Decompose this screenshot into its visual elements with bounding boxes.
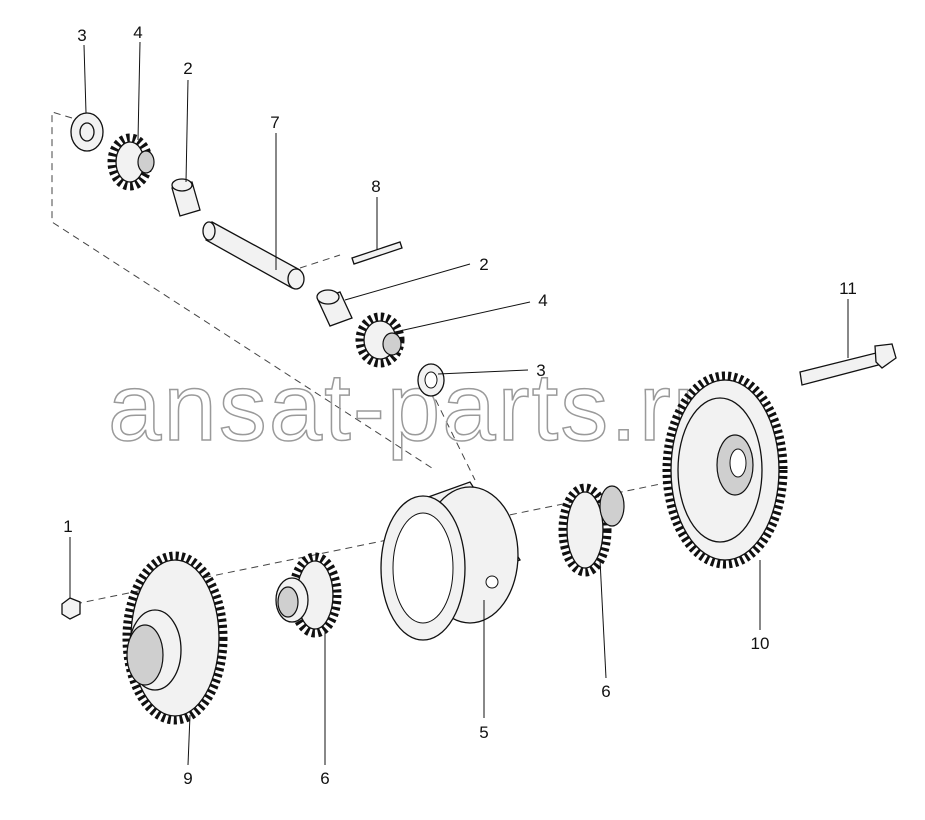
gear-part-9 bbox=[122, 551, 228, 725]
pin-part-8 bbox=[351, 241, 403, 265]
bolt-part-11 bbox=[799, 343, 897, 386]
bushing-part-2-top bbox=[171, 178, 201, 217]
ring-gear-part-10 bbox=[662, 371, 788, 569]
watermark: ansat-parts.ru bbox=[108, 354, 728, 461]
callout-6-left: 6 bbox=[320, 769, 329, 788]
callout-7: 7 bbox=[270, 113, 279, 132]
washer-part-3-mid bbox=[417, 363, 445, 397]
callout-5: 5 bbox=[479, 723, 488, 742]
differential-housing-part-5 bbox=[380, 481, 521, 641]
callout-10: 10 bbox=[751, 634, 770, 653]
pinion-gear-part-4-mid bbox=[355, 312, 405, 368]
callout-11: 11 bbox=[839, 279, 857, 298]
callout-1: 1 bbox=[63, 517, 72, 536]
callout-9: 9 bbox=[183, 769, 192, 788]
callout-3-mid: 3 bbox=[536, 361, 545, 380]
washer-part-3-top bbox=[70, 112, 104, 152]
callout-2-mid: 2 bbox=[479, 255, 488, 274]
callout-6-right: 6 bbox=[601, 682, 610, 701]
callout-3-top: 3 bbox=[77, 26, 86, 45]
side-gear-part-6-right bbox=[558, 483, 625, 577]
leader-lines bbox=[69, 41, 849, 766]
pinion-gear-part-4-top bbox=[107, 133, 155, 191]
callout-2-top: 2 bbox=[183, 59, 192, 78]
callout-4-mid: 4 bbox=[538, 291, 547, 310]
callout-8: 8 bbox=[371, 177, 380, 196]
side-gear-part-6-left bbox=[275, 552, 342, 638]
shaft-part-7 bbox=[202, 221, 305, 290]
callout-4-top: 4 bbox=[133, 23, 142, 42]
bushing-part-2-mid bbox=[316, 289, 353, 327]
nut-part-1 bbox=[61, 597, 81, 620]
